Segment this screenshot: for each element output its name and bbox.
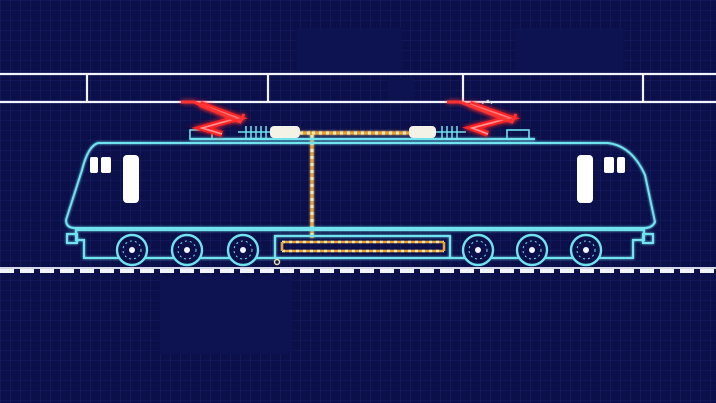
cab-window-right: [617, 157, 625, 173]
wheel-icon: [461, 233, 495, 267]
roof-equipment: [189, 126, 530, 140]
wheel-icon: [170, 233, 204, 267]
overhead-catenary: [0, 72, 716, 104]
locomotive-body: [64, 138, 657, 259]
cab-windows: [90, 155, 625, 203]
track: [0, 267, 716, 273]
cab-door-right: [577, 155, 593, 203]
current-path: [300, 131, 410, 238]
cab-window-left: [90, 157, 98, 173]
pantograph-left: [181, 100, 248, 137]
pantograph-right: [447, 99, 521, 137]
background-panel: [515, 28, 623, 72]
cab-window-right: [604, 157, 614, 173]
insulator-icon: [270, 126, 300, 138]
cab-door-left: [123, 155, 139, 203]
cab-window-left: [101, 157, 111, 173]
background-panel: [297, 28, 402, 72]
ground-terminal: [273, 258, 281, 266]
background-panel: [388, 78, 414, 100]
wheel-icon: [115, 233, 149, 267]
wheel-icon: [515, 233, 549, 267]
pantograph-arc-icon: [181, 100, 246, 124]
insulator-icon: [409, 126, 436, 138]
transformer-icon: [274, 235, 451, 259]
wheel-icon: [226, 233, 260, 267]
background-panel: [160, 276, 292, 354]
wheel-icon: [569, 233, 603, 267]
transformer-coil: [273, 240, 446, 266]
wheel-set: [115, 233, 603, 267]
pantograph-arc-icon: [447, 100, 518, 124]
